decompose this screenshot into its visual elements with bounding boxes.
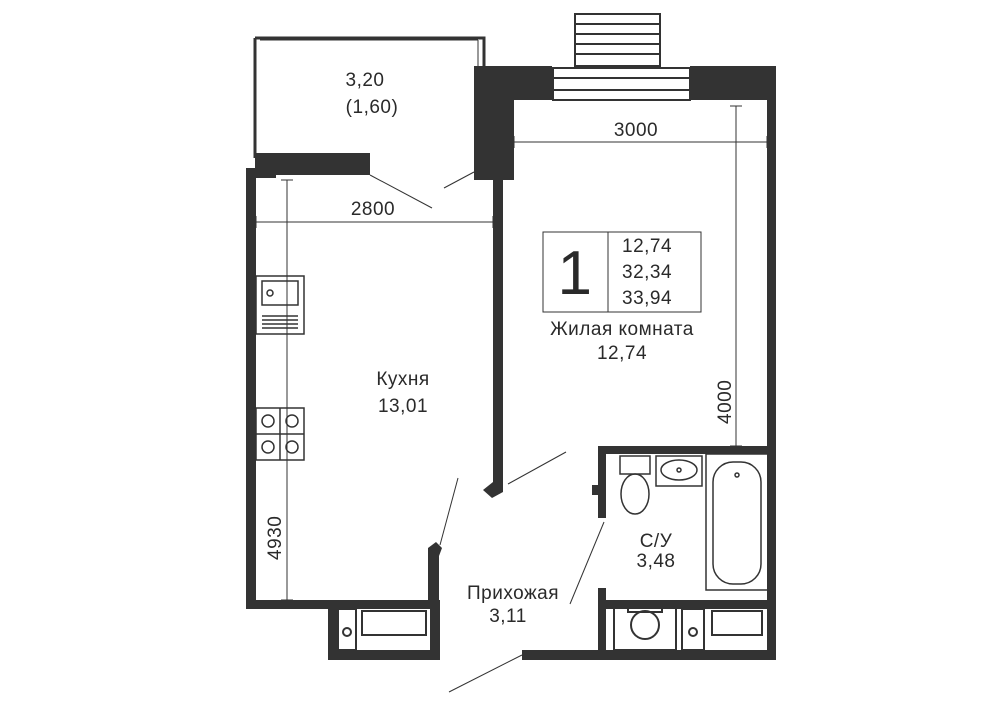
kitchen-width-dimension: 2800 (350, 199, 396, 220)
kitchen-area: 13,01 (377, 396, 429, 417)
top-window-unit (552, 13, 691, 101)
rooms-count: 1 (557, 239, 593, 308)
hall-utility-box (613, 603, 763, 651)
walls (246, 66, 776, 660)
kitchen-stove (255, 407, 305, 461)
toilet (619, 455, 651, 515)
balcony-reduced-area: (1,60) (345, 97, 399, 118)
room-width-dimension: 3000 (613, 120, 659, 141)
room-length-dimension: 4000 (715, 379, 736, 424)
dimension-lines (255, 105, 768, 601)
summary-box (542, 231, 702, 313)
total-area-value: 32,34 (622, 262, 673, 283)
hallway-area: 3,11 (489, 606, 527, 627)
balcony-outline (253, 36, 486, 158)
balcony-area: 3,20 (345, 70, 385, 91)
kitchen-length-dimension: 4930 (265, 515, 286, 560)
washbasin (655, 455, 703, 487)
bathroom-name: С/У (639, 531, 673, 552)
kitchen-sink (255, 275, 305, 335)
living-room-name: Жилая комната (550, 319, 694, 340)
living-area-value: 12,74 (622, 236, 673, 257)
total-with-balcony-value: 33,94 (622, 288, 673, 309)
living-room-area: 12,74 (596, 343, 648, 364)
kitchen-name: Кухня (376, 369, 430, 390)
bathroom-area: 3,48 (636, 551, 676, 572)
kitchen-utility-box (337, 608, 427, 651)
door-swings (369, 171, 605, 693)
bathtub (705, 453, 769, 591)
hallway-name: Прихожая (466, 583, 560, 604)
